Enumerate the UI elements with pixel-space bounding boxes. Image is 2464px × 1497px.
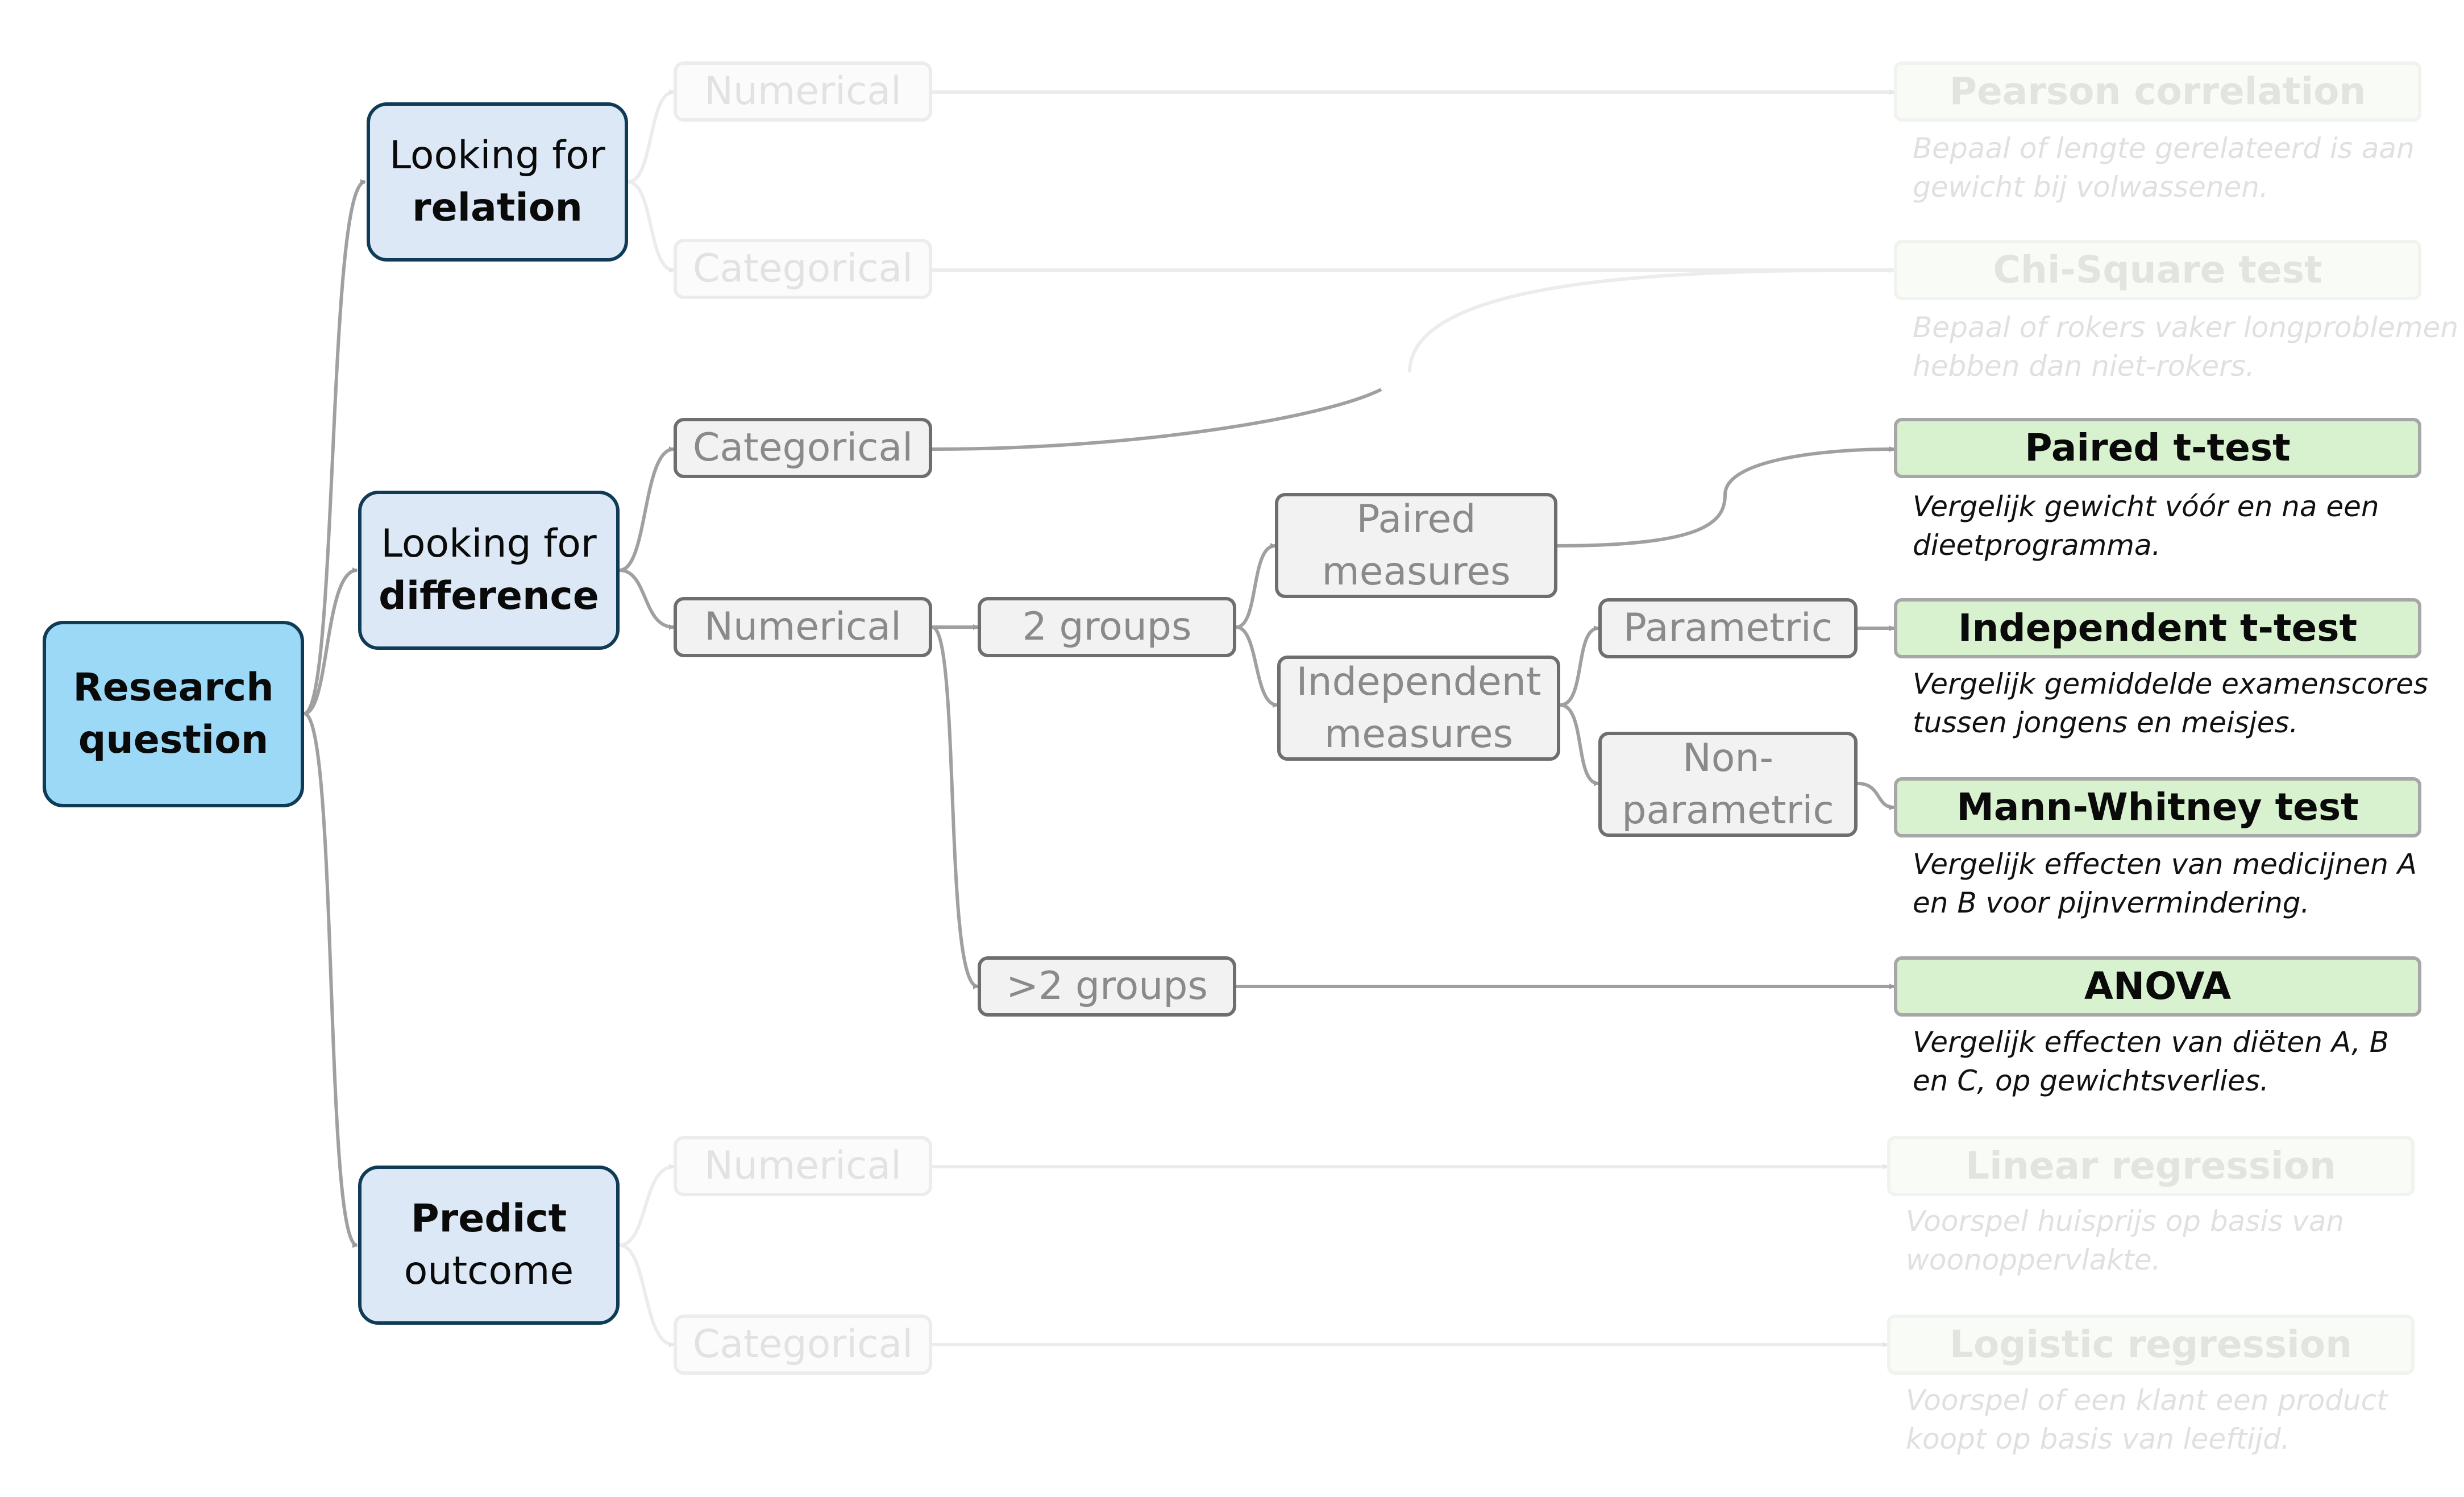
- paired-line1: Paired: [1356, 496, 1476, 542]
- paired-desc-line1: Vergelijk gewicht vóór en na een: [1913, 490, 2379, 523]
- independent-line1: Independent: [1296, 659, 1541, 704]
- anova-desc-line2: en C, op gewichtsverlies.: [1913, 1064, 2269, 1097]
- independent-line2: measures: [1324, 711, 1513, 757]
- research-question-line1: Research: [73, 665, 274, 711]
- logistic-desc-line1: Voorspel of een klant een product: [1906, 1384, 2388, 1417]
- edge-2groups-paired: [1236, 543, 1276, 629]
- logistic-title: Logistic regression: [1949, 1322, 2353, 1367]
- mann-whitney-description: Vergelijk effecten van medicijnen A en B…: [1913, 845, 2417, 922]
- more-groups-label: >2 groups: [1006, 964, 1208, 1009]
- mann-desc-line1: Vergelijk effecten van medicijnen A: [1913, 848, 2417, 881]
- independent-t-test-node[interactable]: Independent t-test: [1894, 598, 2421, 658]
- difference-line2: difference: [379, 574, 599, 619]
- mann-desc-line2: en B voor pijnvermindering.: [1913, 886, 2310, 919]
- edge-independent-parametric: [1560, 625, 1599, 707]
- paired-t-test-node[interactable]: Paired t-test: [1894, 418, 2421, 478]
- pearson-title: Pearson correlation: [1949, 69, 2366, 114]
- chisquare-desc-line2: hebben dan niet-rokers.: [1913, 349, 2255, 383]
- anova-node[interactable]: ANOVA: [1894, 956, 2421, 1017]
- logistic-desc-line2: koopt op basis van leeftijd.: [1906, 1422, 2290, 1455]
- edge-predict-numerical: [619, 1164, 675, 1247]
- relation-numerical-node[interactable]: Numerical: [674, 61, 932, 122]
- edge-independent-nonparametric: [1560, 703, 1599, 786]
- edge-numerical-more-groups: [931, 625, 979, 989]
- edge-difference-categorical: [619, 446, 675, 572]
- looking-for-difference-node[interactable]: Looking for difference: [358, 491, 620, 650]
- edge-relation-numerical: [628, 89, 675, 184]
- linear-regression-node[interactable]: Linear regression: [1887, 1136, 2415, 1196]
- linear-desc-line1: Voorspel huisprijs op basis van: [1906, 1205, 2345, 1238]
- non-parametric-line2: parametric: [1622, 787, 1834, 833]
- mann-whitney-title: Mann-Whitney test: [1956, 785, 2359, 830]
- independent-measures-node[interactable]: Independent measures: [1277, 656, 1560, 761]
- more-groups-node[interactable]: >2 groups: [978, 956, 1236, 1017]
- independent-test-description: Vergelijk gemiddelde examenscores tussen…: [1913, 665, 2428, 742]
- chi-square-node[interactable]: Chi-Square test: [1894, 240, 2421, 300]
- edge-categorical-chisquare: [932, 388, 1382, 451]
- chisquare-description: Bepaal of rokers vaker longproblemen heb…: [1913, 309, 2458, 385]
- relation-categorical-label: Categorical: [692, 246, 913, 292]
- two-groups-node[interactable]: 2 groups: [978, 597, 1236, 657]
- pearson-desc-line1: Bepaal of lengte gerelateerd is aan: [1913, 132, 2415, 165]
- research-question-node[interactable]: Research question: [43, 621, 304, 807]
- mann-whitney-test-node[interactable]: Mann-Whitney test: [1894, 777, 2421, 837]
- difference-categorical-label: Categorical: [692, 425, 913, 471]
- anova-desc-line1: Vergelijk effecten van diëten A, B: [1913, 1026, 2390, 1059]
- edge-chisquare-bend-faint: [1408, 268, 1894, 373]
- research-question-line2: question: [78, 718, 269, 762]
- paired-line2: measures: [1322, 549, 1511, 594]
- paired-desc-line2: dieetprogramma.: [1913, 528, 2161, 562]
- linear-desc-line2: woonoppervlakte.: [1906, 1243, 2161, 1276]
- edge-root-relation: [303, 179, 366, 715]
- relation-numerical-label: Numerical: [704, 69, 901, 114]
- linear-description: Voorspel huisprijs op basis van woonoppe…: [1906, 1202, 2344, 1279]
- edge-nonparametric-mann: [1857, 782, 1895, 810]
- predict-numerical-label: Numerical: [704, 1143, 901, 1189]
- edge-root-predict: [303, 712, 358, 1248]
- parametric-node[interactable]: Parametric: [1598, 598, 1858, 658]
- independent-desc-line2: tussen jongens en meisjes.: [1913, 706, 2299, 739]
- edge-root-difference: [304, 567, 358, 715]
- linear-title: Linear regression: [1966, 1144, 2336, 1188]
- relation-line2: relation: [412, 185, 583, 230]
- non-parametric-node[interactable]: Non- parametric: [1598, 732, 1858, 837]
- edge-relation-categorical: [628, 180, 675, 273]
- edge-difference-numerical: [619, 569, 675, 630]
- parametric-label: Parametric: [1623, 606, 1833, 651]
- anova-title: ANOVA: [2084, 964, 2232, 1009]
- independent-test-title: Independent t-test: [1958, 606, 2358, 650]
- difference-line1: Looking for: [381, 521, 597, 567]
- chisquare-desc-line1: Bepaal of rokers vaker longproblemen: [1913, 311, 2459, 344]
- predict-line1: Predict: [410, 1196, 567, 1242]
- edge-predict-categorical: [619, 1243, 675, 1347]
- predict-numerical-node[interactable]: Numerical: [674, 1136, 932, 1196]
- difference-numerical-node[interactable]: Numerical: [674, 597, 932, 657]
- paired-measures-node[interactable]: Paired measures: [1275, 493, 1557, 598]
- logistic-regression-node[interactable]: Logistic regression: [1887, 1314, 2415, 1375]
- relation-line1: Looking for: [389, 133, 605, 179]
- pearson-correlation-node[interactable]: Pearson correlation: [1894, 61, 2421, 122]
- paired-test-title: Paired t-test: [2025, 426, 2291, 470]
- difference-categorical-node[interactable]: Categorical: [674, 418, 932, 478]
- predict-categorical-label: Categorical: [692, 1322, 913, 1367]
- edge-paired-pairedtest: [1557, 446, 1895, 548]
- chisquare-title: Chi-Square test: [1993, 248, 2322, 292]
- paired-test-description: Vergelijk gewicht vóór en na een dieetpr…: [1913, 488, 2379, 565]
- predict-outcome-node[interactable]: Predict outcome: [358, 1166, 620, 1325]
- independent-desc-line1: Vergelijk gemiddelde examenscores: [1913, 667, 2428, 700]
- predict-line2: outcome: [404, 1249, 574, 1293]
- logistic-description: Voorspel of een klant een product koopt …: [1906, 1382, 2388, 1458]
- non-parametric-line1: Non-: [1682, 735, 1774, 781]
- difference-numerical-label: Numerical: [704, 604, 901, 650]
- relation-categorical-node[interactable]: Categorical: [674, 239, 932, 299]
- looking-for-relation-node[interactable]: Looking for relation: [367, 102, 628, 262]
- pearson-desc-line2: gewicht bij volwassenen.: [1913, 170, 2268, 204]
- pearson-description: Bepaal of lengte gerelateerd is aan gewi…: [1913, 130, 2415, 206]
- anova-description: Vergelijk effecten van diëten A, B en C,…: [1913, 1023, 2389, 1100]
- predict-categorical-node[interactable]: Categorical: [674, 1314, 932, 1375]
- edge-2groups-independent: [1236, 625, 1278, 708]
- two-groups-label: 2 groups: [1022, 604, 1192, 650]
